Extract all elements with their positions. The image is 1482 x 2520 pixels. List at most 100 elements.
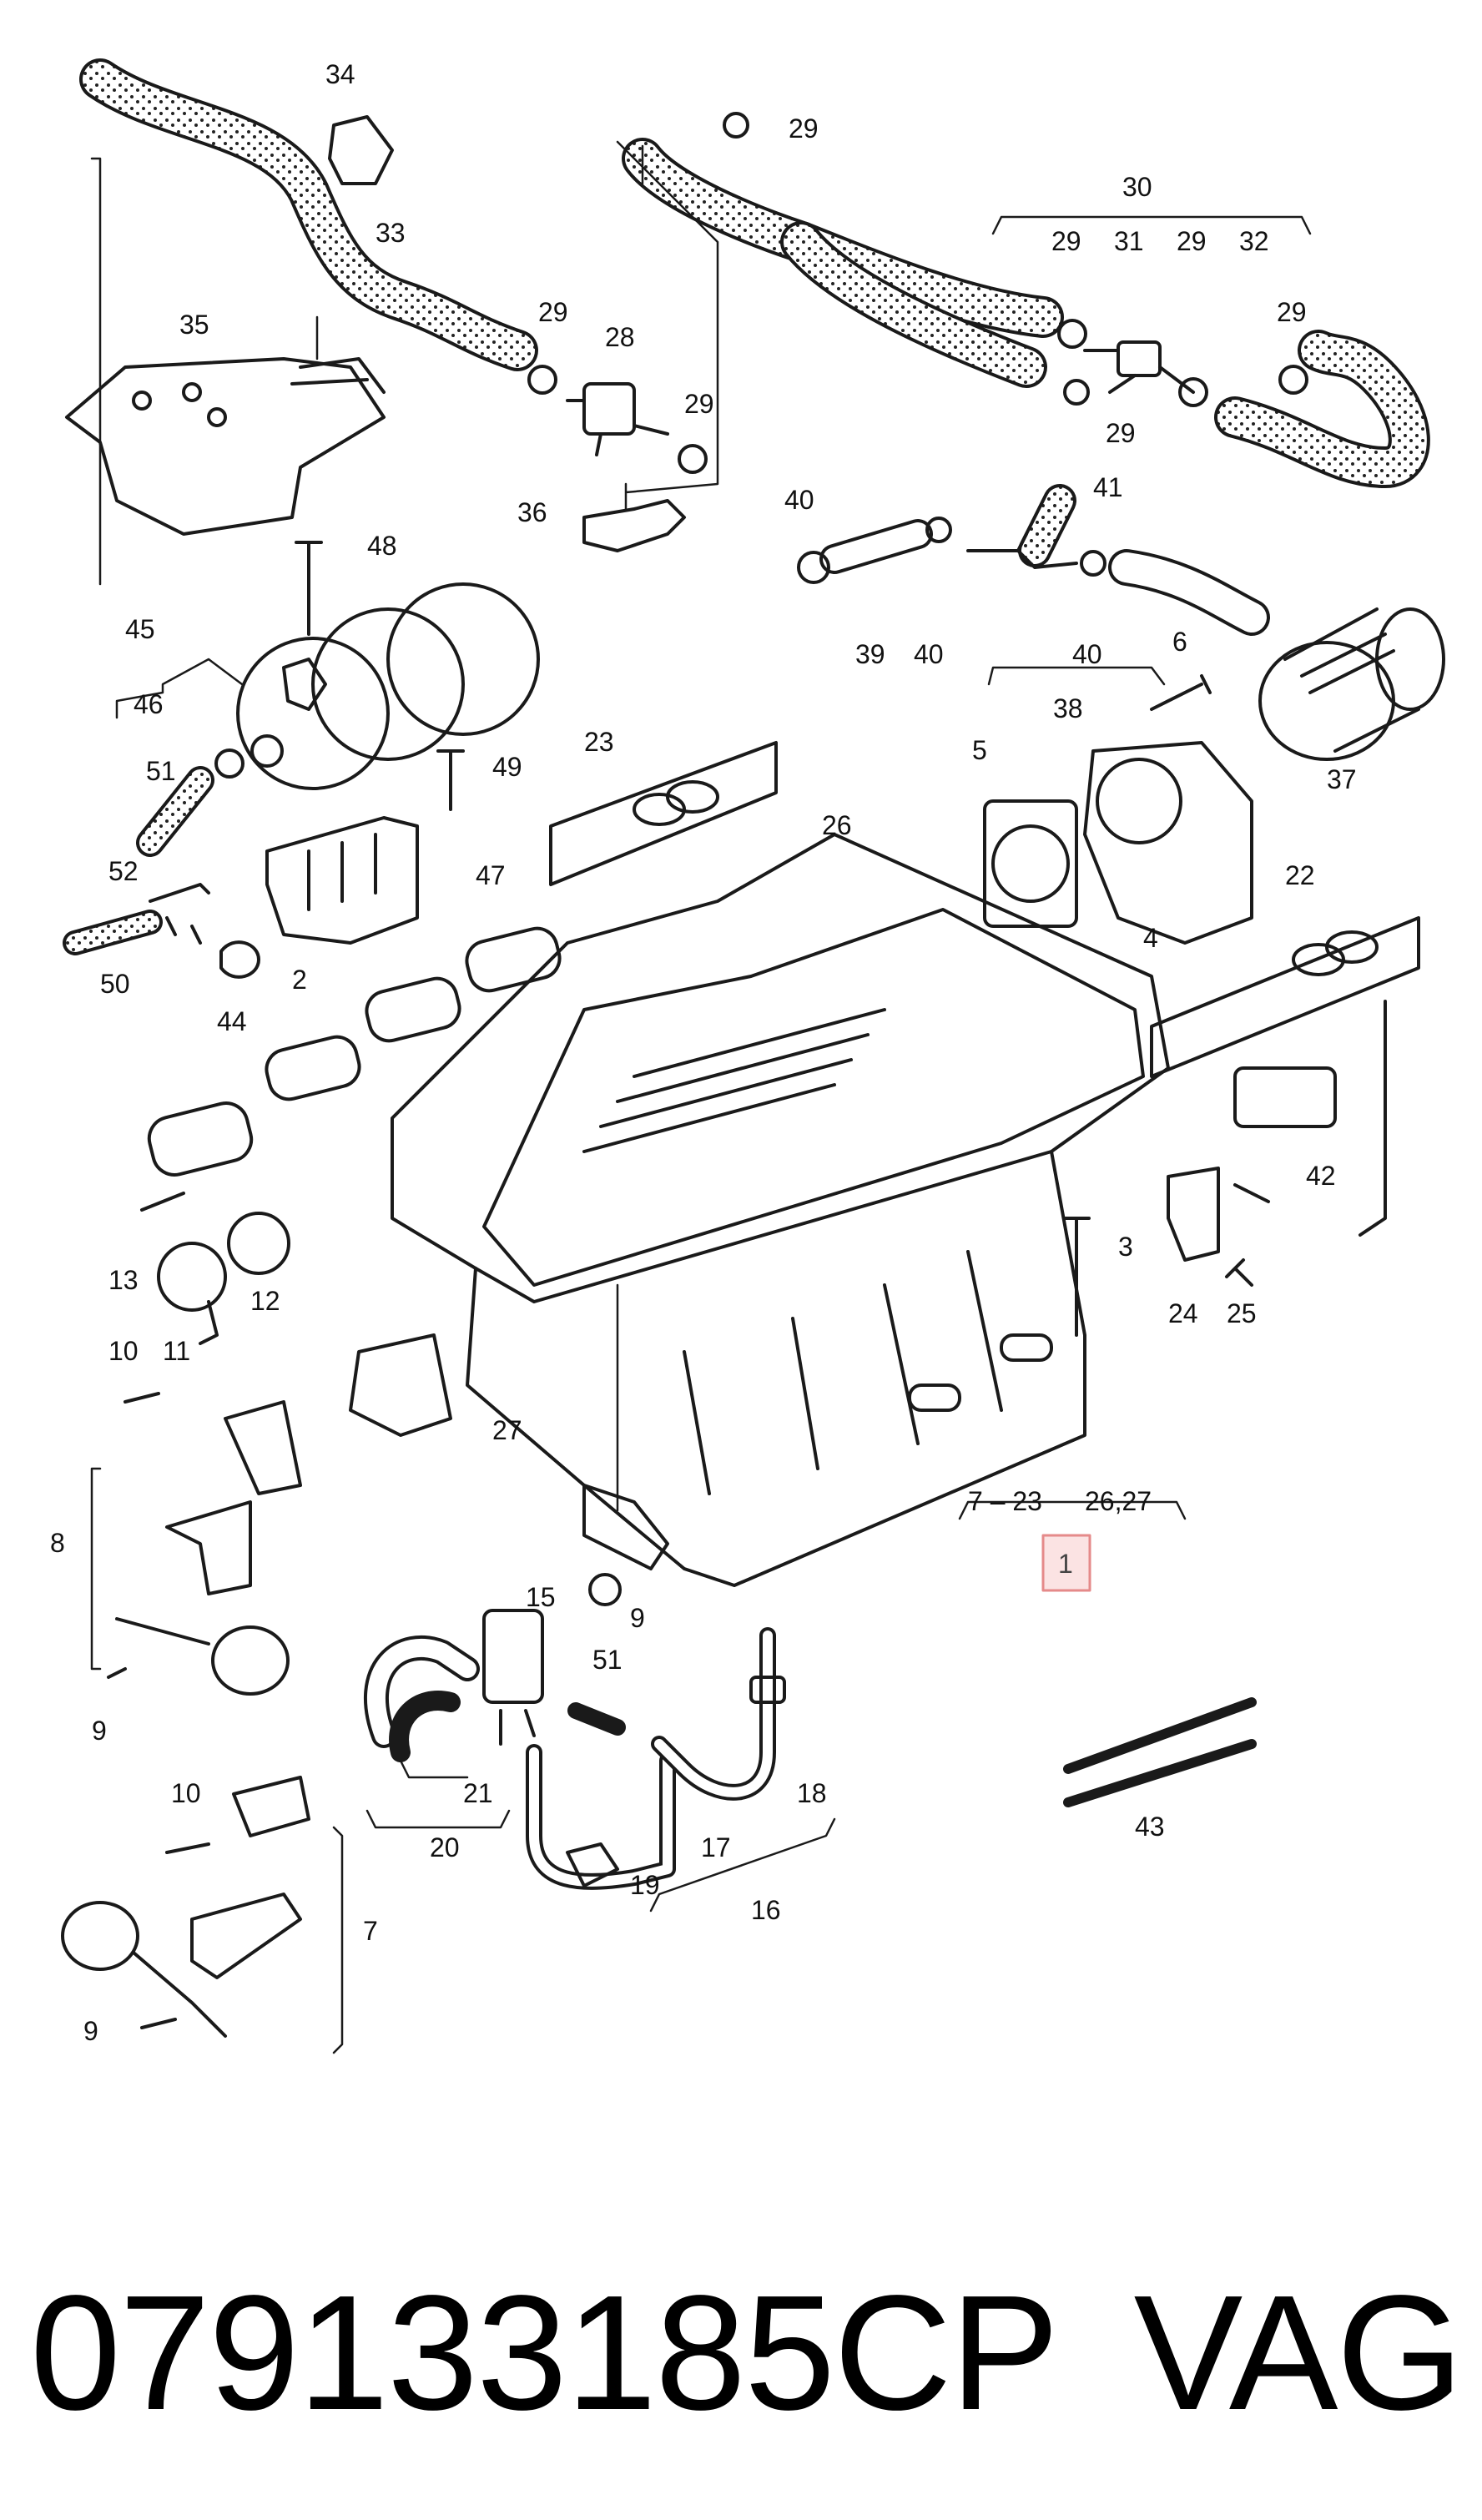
manifold-port-b [1000, 1333, 1053, 1362]
resonator-35-bolt-c [207, 407, 227, 427]
clamp-40-a [797, 551, 830, 584]
callout-7-23: 7 – 23 [968, 1486, 1042, 1516]
t-piece-31-pipes [1083, 349, 1195, 394]
callout-29: 29 [1106, 418, 1136, 448]
connector-28 [582, 382, 636, 436]
callout-18: 18 [797, 1778, 827, 1808]
callout-22: 22 [1285, 860, 1315, 890]
hose-30 [622, 138, 1064, 388]
actuator-7-rod [132, 1951, 227, 2038]
grommet-18 [749, 1676, 786, 1704]
clip-34 [328, 115, 394, 185]
clamp-29-a [527, 365, 557, 395]
cover-plate-23-ring-b [666, 780, 719, 814]
resonator-35-bolt-a [132, 391, 152, 411]
cover-plate-23 [549, 741, 778, 886]
callout-29: 29 [1177, 226, 1207, 256]
bolt-9-lower [140, 2018, 177, 2029]
air-hose-37-body [1283, 607, 1420, 753]
bracket-47-ribs [307, 833, 377, 911]
resonator-35-bolt-b [182, 382, 202, 402]
hose-39-inner [823, 522, 930, 571]
callout-8: 8 [50, 1528, 65, 1558]
manifold-runners [683, 1250, 1003, 1495]
bracket-lines [90, 140, 1312, 2054]
bolt-9-upper [107, 1667, 127, 1679]
callout-46: 46 [134, 689, 164, 719]
callout-9: 9 [92, 1716, 107, 1746]
pipe-16-inner [529, 1747, 673, 1887]
gasket-2-d [465, 926, 562, 993]
manifold-mount [582, 1484, 669, 1570]
sensor-11 [157, 1242, 227, 1312]
valve-15-connector [499, 1709, 536, 1746]
valve-42 [1233, 1066, 1337, 1128]
gasket-5-bore [991, 824, 1070, 903]
callout-39: 39 [855, 639, 885, 669]
bolt-10-upper [124, 1392, 160, 1404]
callout-23: 23 [584, 727, 614, 757]
valve-15 [482, 1609, 544, 1704]
pipe-16 [526, 1744, 676, 1890]
callout-25: 25 [1227, 1298, 1257, 1328]
hose-51-upper [136, 766, 214, 857]
throttle-body-4 [1083, 741, 1253, 945]
bolt-48 [295, 541, 323, 636]
exploded-parts-diagram: 34 33 35 29 28 29 36 29 30 29 31 29 32 2… [50, 58, 1445, 2054]
bolt-13 [140, 1192, 185, 1212]
callout-52: 52 [108, 856, 139, 886]
callout-7: 7 [363, 1916, 378, 1946]
callout-35: 35 [179, 310, 209, 340]
callout-29: 29 [538, 297, 568, 327]
callout-13: 13 [108, 1265, 139, 1295]
callout-36: 36 [517, 497, 547, 527]
callout-40: 40 [914, 639, 944, 669]
callout-26-27: 26,27 [1085, 1486, 1152, 1516]
hose-32 [1214, 330, 1430, 488]
callout-11: 11 [163, 1336, 190, 1366]
hose-33 [79, 58, 538, 371]
gasket-2-b [265, 1035, 361, 1101]
manifold-lower [466, 1150, 1086, 1587]
clamp-40-b [925, 517, 952, 543]
callout-48: 48 [367, 531, 397, 561]
callout-19: 19 [630, 1870, 660, 1900]
callout-30: 30 [1122, 172, 1152, 202]
connector-52 [149, 883, 210, 945]
callout-4: 4 [1143, 923, 1158, 953]
highlight-box-1 [1041, 1534, 1091, 1592]
connector-51-lower [567, 1702, 626, 1736]
bolt-10-lower [165, 1842, 210, 1854]
diaphragm-45-c [386, 582, 540, 736]
callout-47: 47 [476, 860, 506, 890]
callout-28: 28 [605, 322, 635, 352]
actuator-8-rod [115, 1617, 210, 1646]
resonator-35 [65, 357, 386, 536]
hose-38-inner [1112, 552, 1267, 633]
callout-5: 5 [972, 735, 987, 765]
callout-9: 9 [630, 1603, 645, 1633]
t-piece-38 [966, 532, 1078, 569]
diaphragm-45-insert [282, 658, 327, 711]
bracket-24 [1167, 1167, 1220, 1262]
callout-32: 32 [1239, 226, 1269, 256]
sensor-11-plug [199, 1300, 219, 1345]
bracket-36 [582, 499, 686, 552]
gasket-2-a [147, 1101, 254, 1177]
connector-28-pipes [566, 399, 669, 456]
callout-16: 16 [751, 1895, 781, 1925]
clip-19 [566, 1842, 619, 1887]
o-ring-12 [227, 1212, 290, 1275]
callout-43: 43 [1135, 1812, 1165, 1842]
callout-38: 38 [1053, 693, 1083, 723]
part-number-caption: 079133185CP [30, 2261, 1059, 2444]
diaphragm-45-b [311, 607, 465, 761]
brand-caption: VAG [1133, 2261, 1464, 2444]
valve-42-hose [1358, 1000, 1387, 1237]
callout-33: 33 [376, 218, 406, 248]
bracket-8-upper [224, 1400, 302, 1495]
diaphragm-45-a [236, 637, 390, 790]
grommet-46 [214, 748, 244, 779]
manifold-port-a [908, 1383, 961, 1412]
